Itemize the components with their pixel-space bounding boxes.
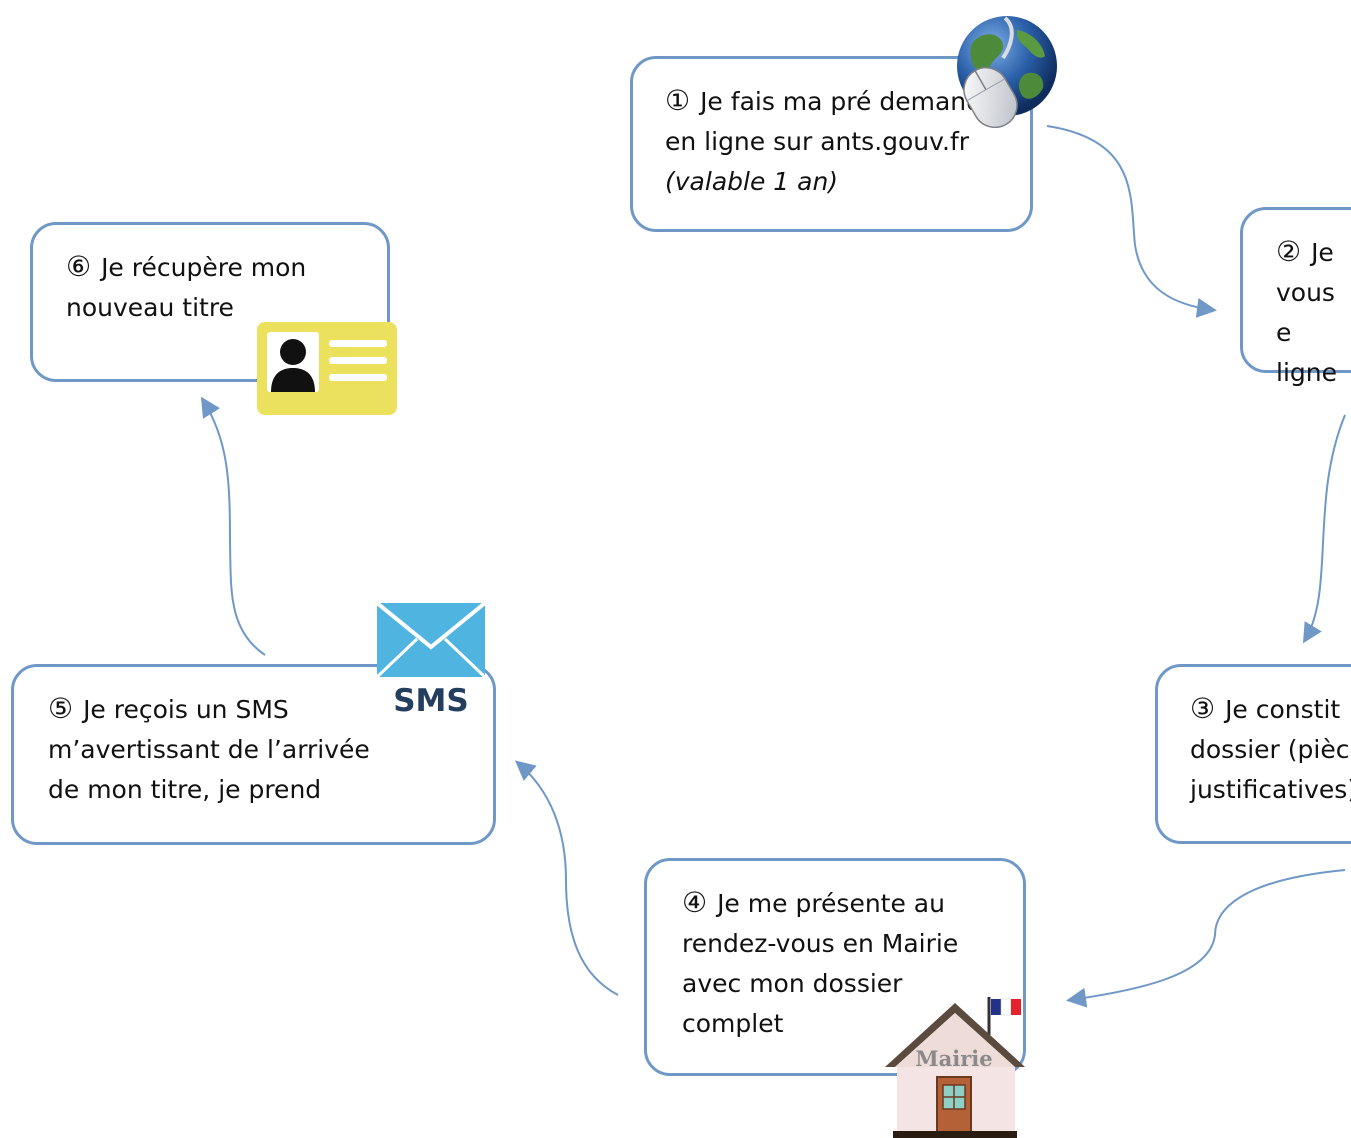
step-6-label: Je récupère mon nouveau titre [66, 253, 307, 322]
step-2-label: Je vous e ligne [1276, 238, 1337, 387]
step-2-number: ② [1276, 235, 1302, 268]
step-1-label: Je fais ma pré demande en ligne sur ants… [665, 87, 998, 156]
step-3-number: ③ [1190, 692, 1216, 725]
step-1-note: (valable 1 an) [665, 167, 839, 196]
arrow-4-to-5 [514, 760, 619, 996]
sms-label: SMS [393, 683, 469, 719]
arrow-2-to-3 [1302, 414, 1346, 644]
step-4-number: ④ [682, 886, 708, 919]
step-3-label: Je constit dossier (pièc justificatives) [1190, 695, 1351, 804]
id-card-icon [257, 322, 397, 415]
step-2-box: ② Je vous e ligne [1240, 207, 1351, 387]
arrow-1-to-2 [1046, 125, 1217, 318]
step-3-text: ③ Je constit dossier (pièc justificative… [1190, 689, 1351, 810]
step-5-label: Je reçois un SMS m’avertissant de l’arri… [48, 695, 370, 804]
arrow-5-to-6 [200, 396, 266, 656]
step-5-box: ⑤ Je reçois un SMS m’avertissant de l’ar… [11, 664, 496, 845]
step-1-box: ① Je fais ma pré demande en ligne sur an… [630, 56, 1033, 232]
step-2-text: ② Je vous e ligne [1276, 232, 1351, 393]
step-6-text: ⑥ Je récupère mon nouveau titre [66, 247, 336, 328]
sms-envelope-icon: SMS [377, 603, 487, 719]
step-5-text: ⑤ Je reçois un SMS m’avertissant de l’ar… [48, 689, 408, 810]
step-1-text: ① Je fais ma pré demande en ligne sur an… [665, 81, 998, 202]
step-4-box: ④ Je me présente au rendez-vous en Mairi… [644, 858, 1026, 1076]
step-4-label: Je me présente au rendez-vous en Mairie … [682, 889, 959, 1038]
step-5-number: ⑤ [48, 692, 74, 725]
step-1-number: ① [665, 84, 691, 117]
step-3-box: ③ Je constit dossier (pièc justificative… [1155, 664, 1351, 844]
mairie-label: Mairie [915, 1046, 992, 1071]
step-6-number: ⑥ [66, 250, 92, 283]
globe-mouse-icon [957, 16, 1057, 128]
step-4-text: ④ Je me présente au rendez-vous en Mairi… [682, 883, 972, 1044]
arrow-3-to-4 [1066, 869, 1346, 1008]
mairie-building-icon: Mairie [885, 997, 1025, 1138]
